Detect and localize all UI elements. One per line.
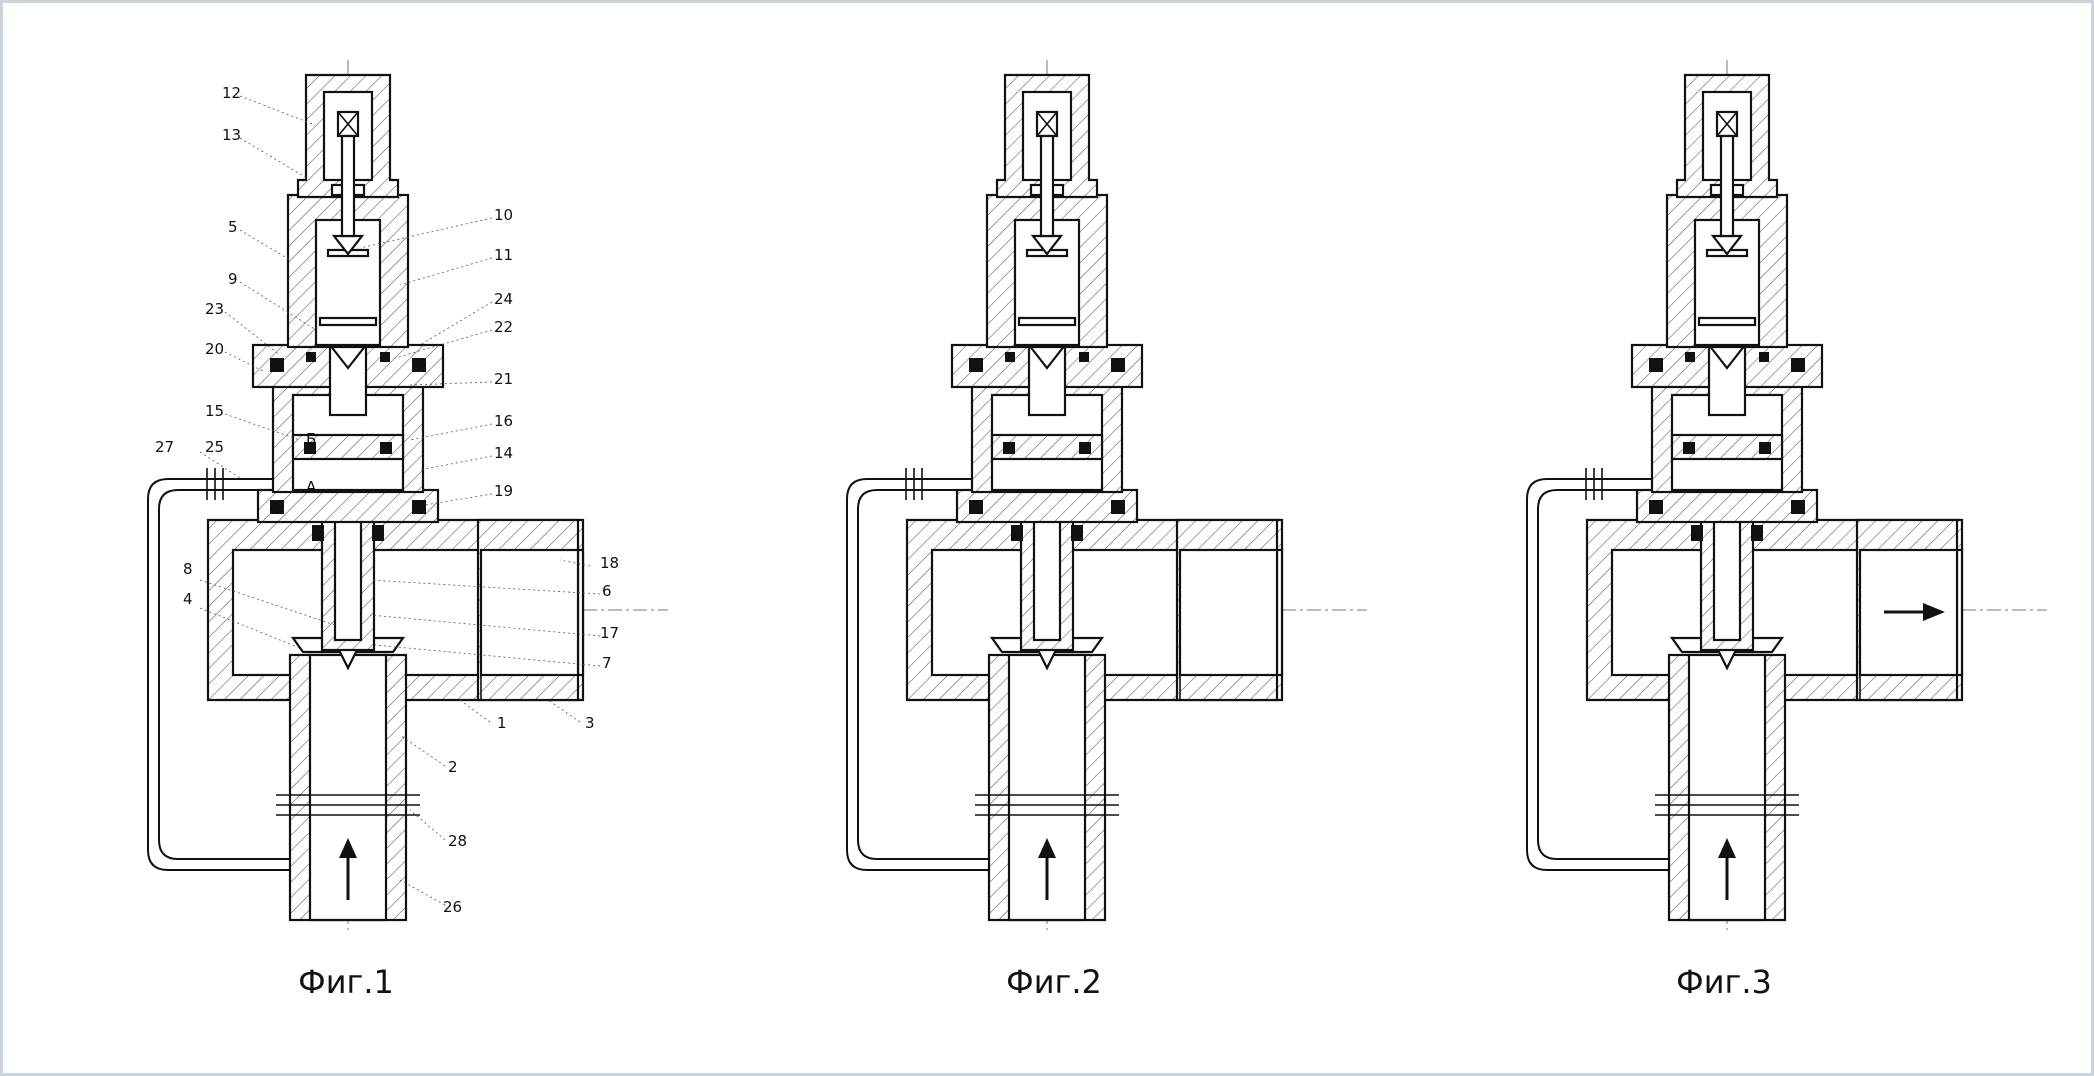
label-24: 24 <box>494 290 513 308</box>
figure-1-drawing <box>146 58 670 932</box>
label-19: 19 <box>494 482 513 500</box>
figure-3-caption: Фиг.3 <box>1676 963 1772 1001</box>
figure-3-drawing <box>1525 58 2049 932</box>
label-8: 8 <box>183 560 193 578</box>
label-28: 28 <box>448 832 467 850</box>
label-3: 3 <box>585 714 595 732</box>
label-9: 9 <box>228 270 238 288</box>
chamber-label-a: А <box>306 478 317 496</box>
label-22: 22 <box>494 318 513 336</box>
label-13: 13 <box>222 126 241 144</box>
figure-2-caption: Фиг.2 <box>1006 963 1102 1001</box>
label-11: 11 <box>494 246 513 264</box>
label-16: 16 <box>494 412 513 430</box>
figure-1-caption: Фиг.1 <box>298 963 394 1001</box>
label-20: 20 <box>205 340 224 358</box>
label-15: 15 <box>205 402 224 420</box>
label-23: 23 <box>205 300 224 318</box>
label-2: 2 <box>448 758 458 776</box>
label-10: 10 <box>494 206 513 224</box>
figure-1-labels: 12 13 5 9 23 20 15 27 25 8 4 10 11 24 22… <box>155 84 619 916</box>
label-25: 25 <box>205 438 224 456</box>
label-4: 4 <box>183 590 193 608</box>
label-27: 27 <box>155 438 174 456</box>
label-5: 5 <box>228 218 238 236</box>
leader-lines <box>199 95 601 906</box>
figure-2-drawing <box>845 58 1369 932</box>
label-17: 17 <box>600 624 619 642</box>
label-26: 26 <box>443 898 462 916</box>
label-7: 7 <box>602 654 612 672</box>
label-14: 14 <box>494 444 513 462</box>
chamber-label-b: Б <box>306 430 316 448</box>
label-21: 21 <box>494 370 513 388</box>
label-6: 6 <box>602 582 612 600</box>
label-18: 18 <box>600 554 619 572</box>
label-1: 1 <box>497 714 507 732</box>
label-12: 12 <box>222 84 241 102</box>
